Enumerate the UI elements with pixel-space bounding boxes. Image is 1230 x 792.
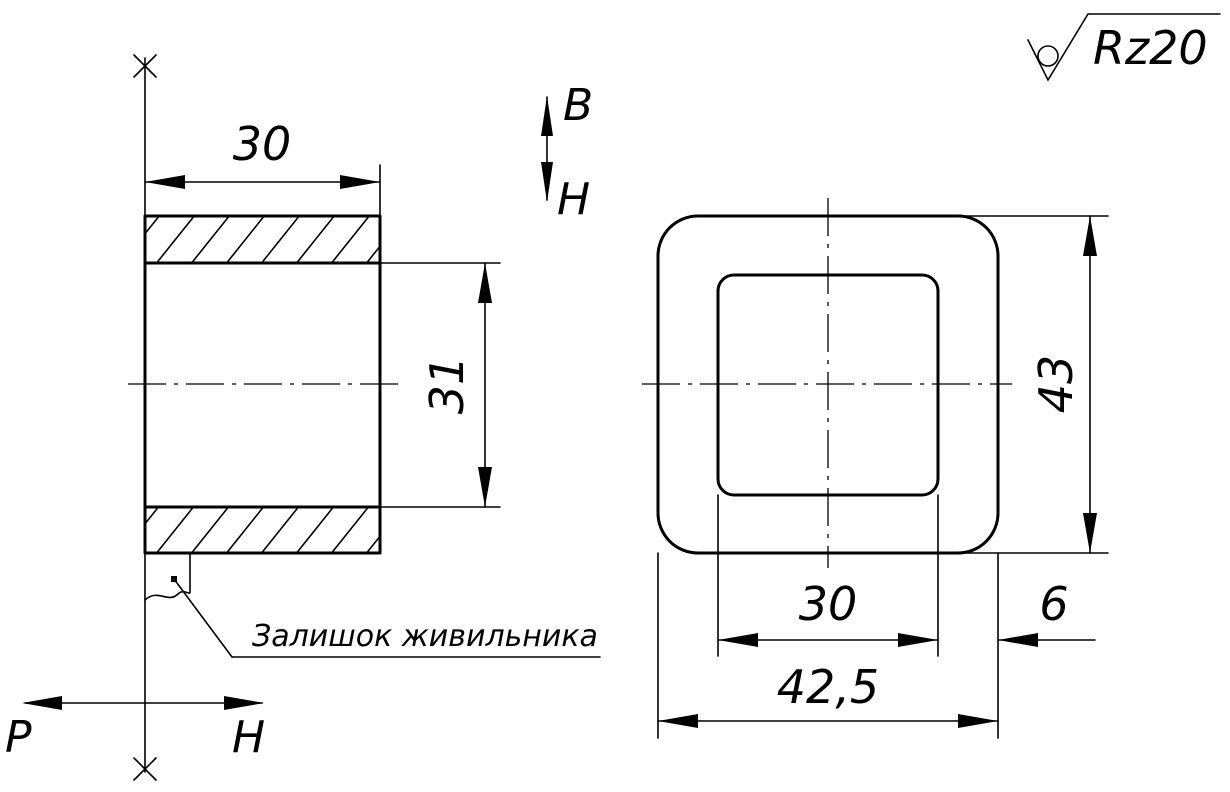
dim-outer-width: 42,5	[657, 552, 999, 739]
dim-inner-width-text: 30	[799, 577, 858, 631]
roughness-symbol: Rz20	[1027, 13, 1221, 82]
feeder-remainder: Залишок живильника	[144, 552, 601, 658]
direction-horizontal: Р Н	[5, 696, 265, 763]
direction-vertical: В Н	[541, 80, 593, 225]
left-section-view: 30 31 Залишок живильника Р Н	[5, 54, 601, 781]
dim-outer-height: 43	[959, 215, 1109, 554]
direction-left-label: Р	[5, 712, 32, 763]
hatch-bottom-wall	[145, 507, 380, 553]
dim-length-text: 30	[233, 117, 292, 171]
dim-bore: 31	[379, 262, 501, 508]
right-front-view: 43 30 6 42,5	[642, 198, 1109, 739]
dim-length: 30	[144, 117, 381, 217]
direction-bottom-label: Н	[557, 174, 590, 225]
dim-wall-thickness-text: 6	[1039, 577, 1068, 631]
roughness-sign	[1027, 13, 1221, 82]
roughness-circle	[1037, 45, 1059, 67]
axis-cross-top	[133, 54, 157, 78]
hatch-top-wall	[145, 216, 380, 263]
feeder-label: Залишок живильника	[252, 619, 598, 654]
dim-outer-width-text: 42,5	[777, 660, 879, 714]
axis-cross-bottom	[133, 757, 157, 781]
dim-inner-width: 30	[717, 494, 939, 657]
direction-right-label: Н	[232, 712, 265, 763]
dim-outer-height-text: 43	[1029, 355, 1083, 414]
dim-bore-text: 31	[420, 356, 474, 415]
direction-top-label: В	[563, 80, 593, 131]
roughness-value: Rz20	[1093, 21, 1208, 75]
dim-wall-thickness: 6	[997, 577, 1096, 647]
